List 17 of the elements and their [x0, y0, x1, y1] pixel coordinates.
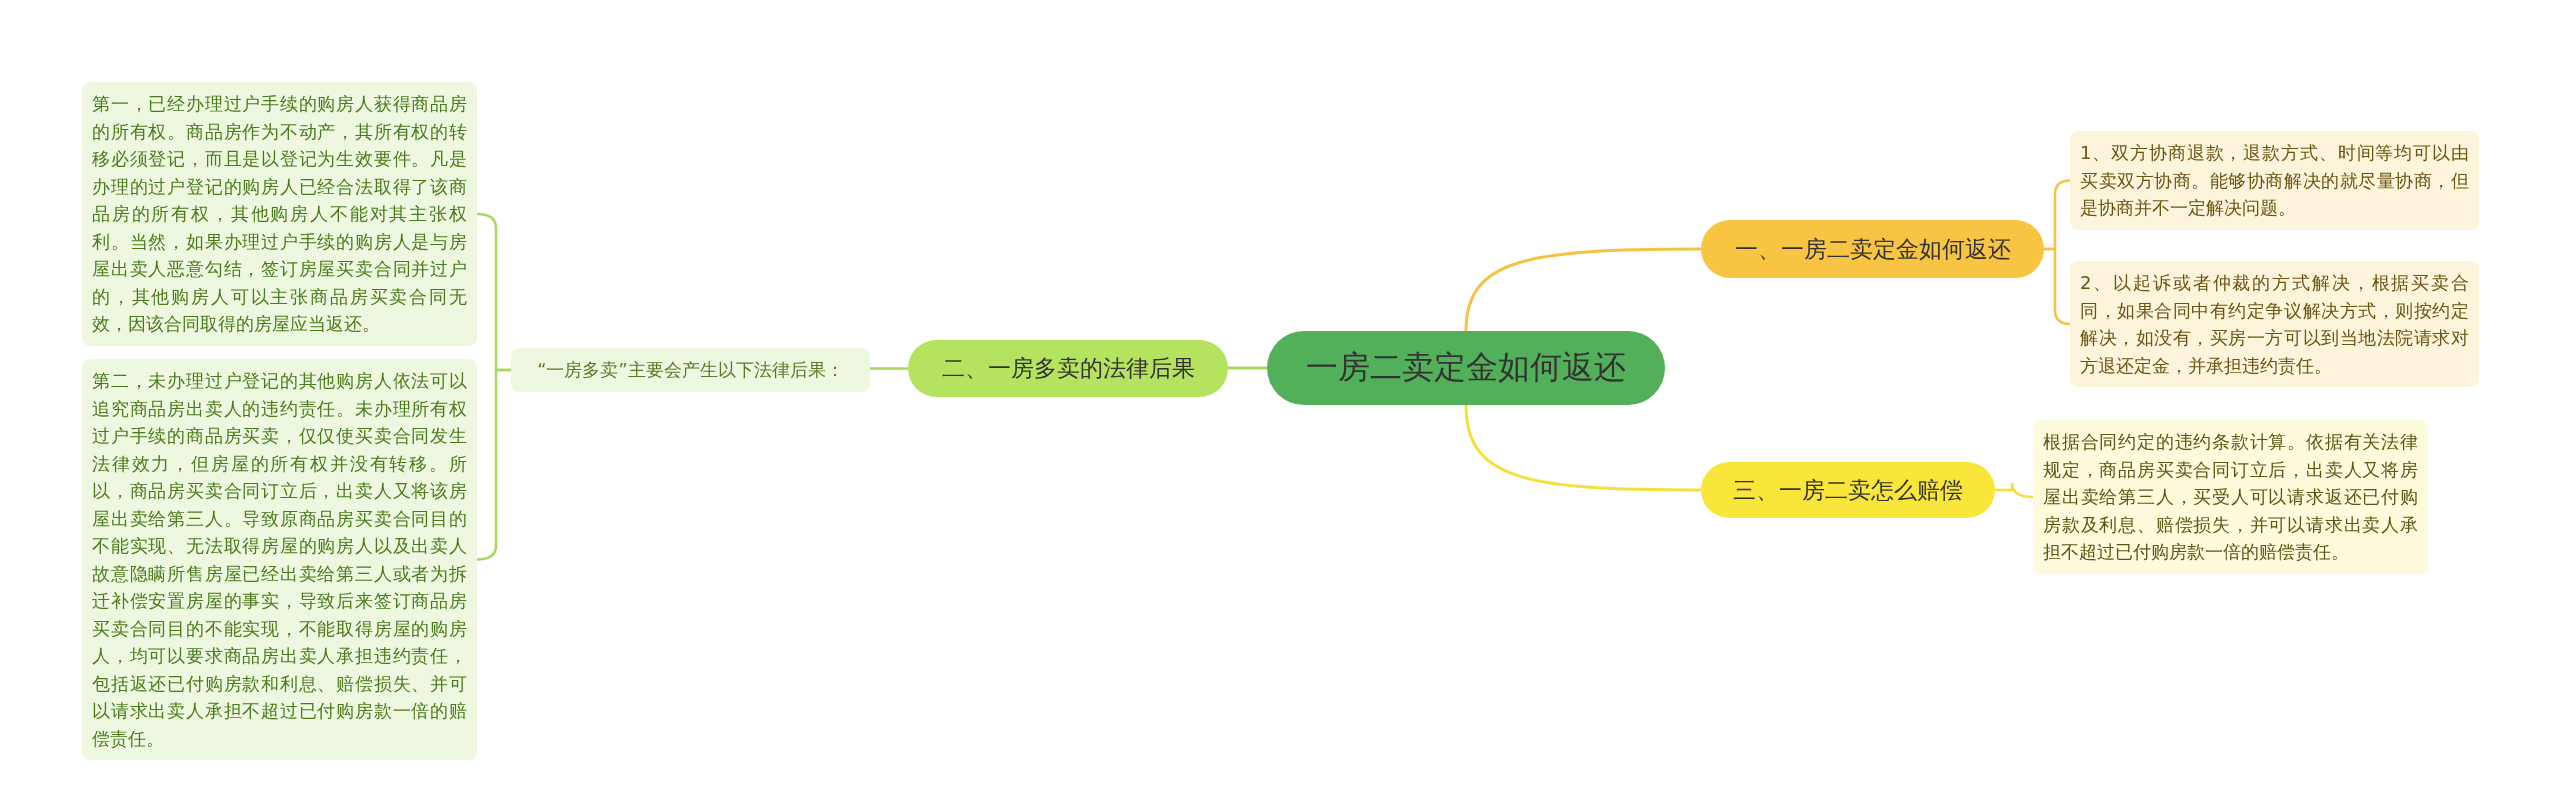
- central-topic: 一房二卖定金如何返还: [1267, 331, 1665, 405]
- connector-line: [2044, 247, 2071, 326]
- connector-line: [1464, 404, 1701, 492]
- note-card: 2、以起诉或者仲裁的方式解决，根据买卖合同，如果合同中有约定争议解决方式，则按约定解决，如没有，买房一方可以到当地法院请求对方退还定金，并承担违约责任。: [2070, 261, 2479, 387]
- note-card: 根据合同约定的违约条款计算。依据有关法律规定，商品房买卖合同订立后，出卖人又将房屋出卖给第三人，买受人可以请求返还已付购房款及利息、赔偿损失，并可以请求出卖人承担不超过已付购房款一倍的赔偿责任。: [2033, 420, 2428, 574]
- connector-line: [870, 367, 908, 370]
- connector-line: [476, 368, 511, 561]
- note-card: 1、双方协商退款，退款方式、时间等均可以由买卖双方协商。能够协商解决的就尽量协商，但是协商并不一定解决问题。: [2070, 131, 2479, 230]
- note-card: 第二，未办理过户登记的其他购房人依法可以追究商品房出卖人的违约责任。未办理所有权过户手续的商品房买卖，仅仅使买卖合同发生法律效力，但房屋的所有权并没有转移。所以，商品房买卖合同订立后，出卖人又将该房屋出卖给第三人。导致原商品房买卖合同目的不能实现、无法取得房屋的购房人以及出卖人故意隐瞒所售房屋已经出卖给第三人或者为拆迁补偿安置房屋的事实，导致后来签订商品房买卖合同目的不能实现，不能取得房屋的购房人，均可以要求商品房出卖人承担违约责任，包括返还已付购房款和利息、赔偿损失、并可以请求出卖人承担不超过已付购房款一倍的赔偿责任。: [82, 359, 477, 760]
- branch-topic: 三、一房二卖怎么赔偿: [1701, 462, 1995, 518]
- connector-line: [1995, 481, 2034, 499]
- branch-topic: 二、一房多卖的法律后果: [908, 340, 1228, 397]
- connector-line: [1464, 247, 1701, 332]
- note-card: 第一，已经办理过户手续的购房人获得商品房的所有权。商品房作为不动产，其所有权的转移必须登记，而且是以登记为生效要件。凡是办理的过户登记的购房人已经合法取得了该商品房的所有权，其他购房人不能对其主张权利。当然，如果办理过户手续的购房人是与房屋出卖人恶意勾结，签订房屋买卖合同并过户的，其他购房人可以主张商品房买卖合同无效，因该合同取得的房屋应当返还。: [82, 82, 477, 346]
- subtopic-label: “一房多卖”主要会产生以下法律后果：: [511, 348, 870, 392]
- connector-line: [1228, 366, 1267, 370]
- branch-topic: 一、一房二卖定金如何返还: [1701, 220, 2044, 278]
